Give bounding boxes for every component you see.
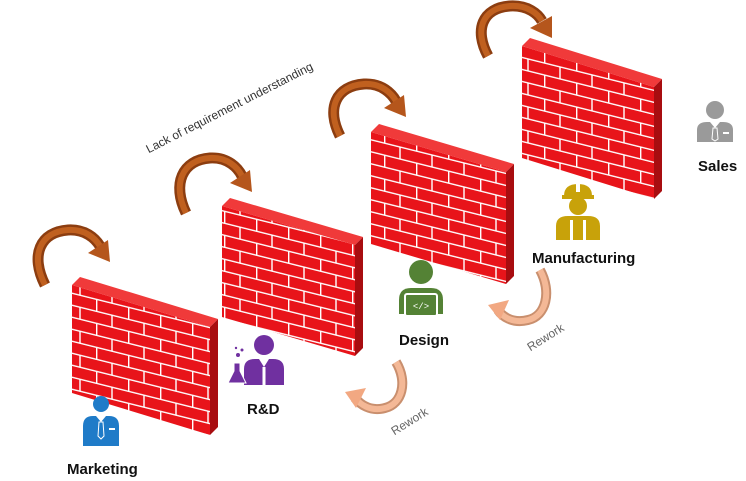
label-marketing: Marketing [67, 461, 138, 478]
rework-arrow-2 [488, 267, 552, 326]
businessman-icon-sales [697, 101, 733, 142]
worker-icon [556, 182, 600, 240]
curved-arrow-1 [32, 224, 110, 288]
label-manufacturing: Manufacturing [532, 250, 636, 267]
brick-wall-1 [72, 277, 218, 435]
businessman-icon [83, 396, 119, 446]
brick-wall-2 [222, 198, 363, 356]
curved-arrow-3 [328, 78, 406, 139]
label-rd: R&D [247, 401, 280, 418]
developer-icon: </> [399, 260, 443, 317]
brick-wall-4 [522, 38, 662, 199]
label-sales: Sales [698, 158, 738, 175]
scientist-icon [227, 335, 284, 385]
svg-text:</>: </> [413, 302, 429, 312]
curved-arrow-4 [475, 0, 552, 59]
curved-arrow-2 [174, 152, 252, 216]
label-design: Design [399, 332, 450, 349]
rework-arrow-1 [345, 359, 408, 414]
brick-wall-3 [371, 124, 514, 284]
